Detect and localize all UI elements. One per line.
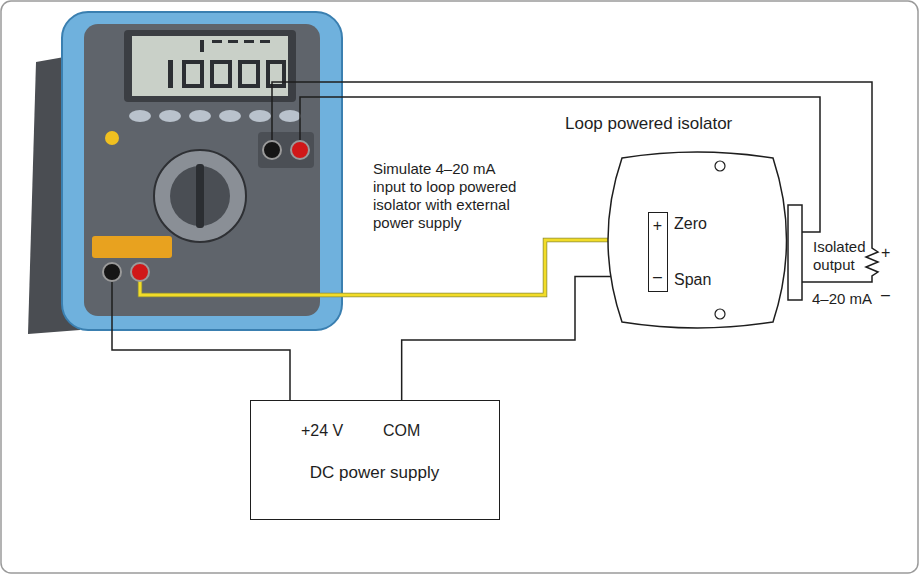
circuit-wires: [112, 82, 878, 400]
dial-pointer: [196, 164, 204, 228]
terminal-block: +–: [648, 212, 668, 292]
jack-label-plate: [92, 236, 172, 258]
power-supply-box: +24 V COM DC power supply: [250, 400, 500, 520]
meter-face: [84, 24, 320, 316]
meter-bumper: [62, 12, 342, 330]
rotary-dial: [154, 150, 246, 242]
polarity-sign: +: [653, 216, 662, 235]
input-jacks: [103, 141, 309, 281]
terminal-label: +24 V: [301, 421, 343, 440]
output-label: Isolated output: [813, 238, 873, 274]
black-jack: [263, 141, 281, 159]
isolator-heading: Loop powered isolator: [565, 114, 732, 134]
display-bezel: [124, 30, 296, 102]
housing-outline: [600, 150, 795, 330]
mounting-screw: [715, 161, 725, 171]
loop-wire-with-resistor: [272, 82, 878, 282]
multimeter-illustration: [28, 12, 342, 334]
housing-body: [608, 152, 787, 328]
yellow-wire-edge: [140, 240, 648, 295]
annotation-note: Simulate 4–20 mA input to loop powered i…: [373, 160, 523, 232]
lcd-segments: [168, 40, 286, 88]
yellow-wire: [140, 240, 648, 295]
red-jack: [291, 141, 309, 159]
terminal-label: COM: [383, 421, 420, 440]
black-jack: [103, 263, 121, 281]
polarity-sign: –: [653, 267, 662, 286]
output-terminal-strip: [788, 205, 802, 300]
trim-label: Zero: [674, 214, 707, 233]
isolator-housing: Loop powered isolatorZeroSpan+–: [600, 150, 795, 330]
mounting-screw: [715, 309, 725, 319]
trim-label: Span: [674, 270, 711, 289]
signal-range: 4–20 mA: [812, 290, 872, 308]
box-title: DC power supply: [310, 463, 439, 483]
wire-connector: [402, 276, 648, 400]
jack-panel: [258, 132, 314, 168]
polarity-sign: +: [881, 243, 890, 262]
red-jack: [131, 263, 149, 281]
lcd-display: [132, 36, 288, 96]
polarity-sign: –: [881, 285, 890, 304]
